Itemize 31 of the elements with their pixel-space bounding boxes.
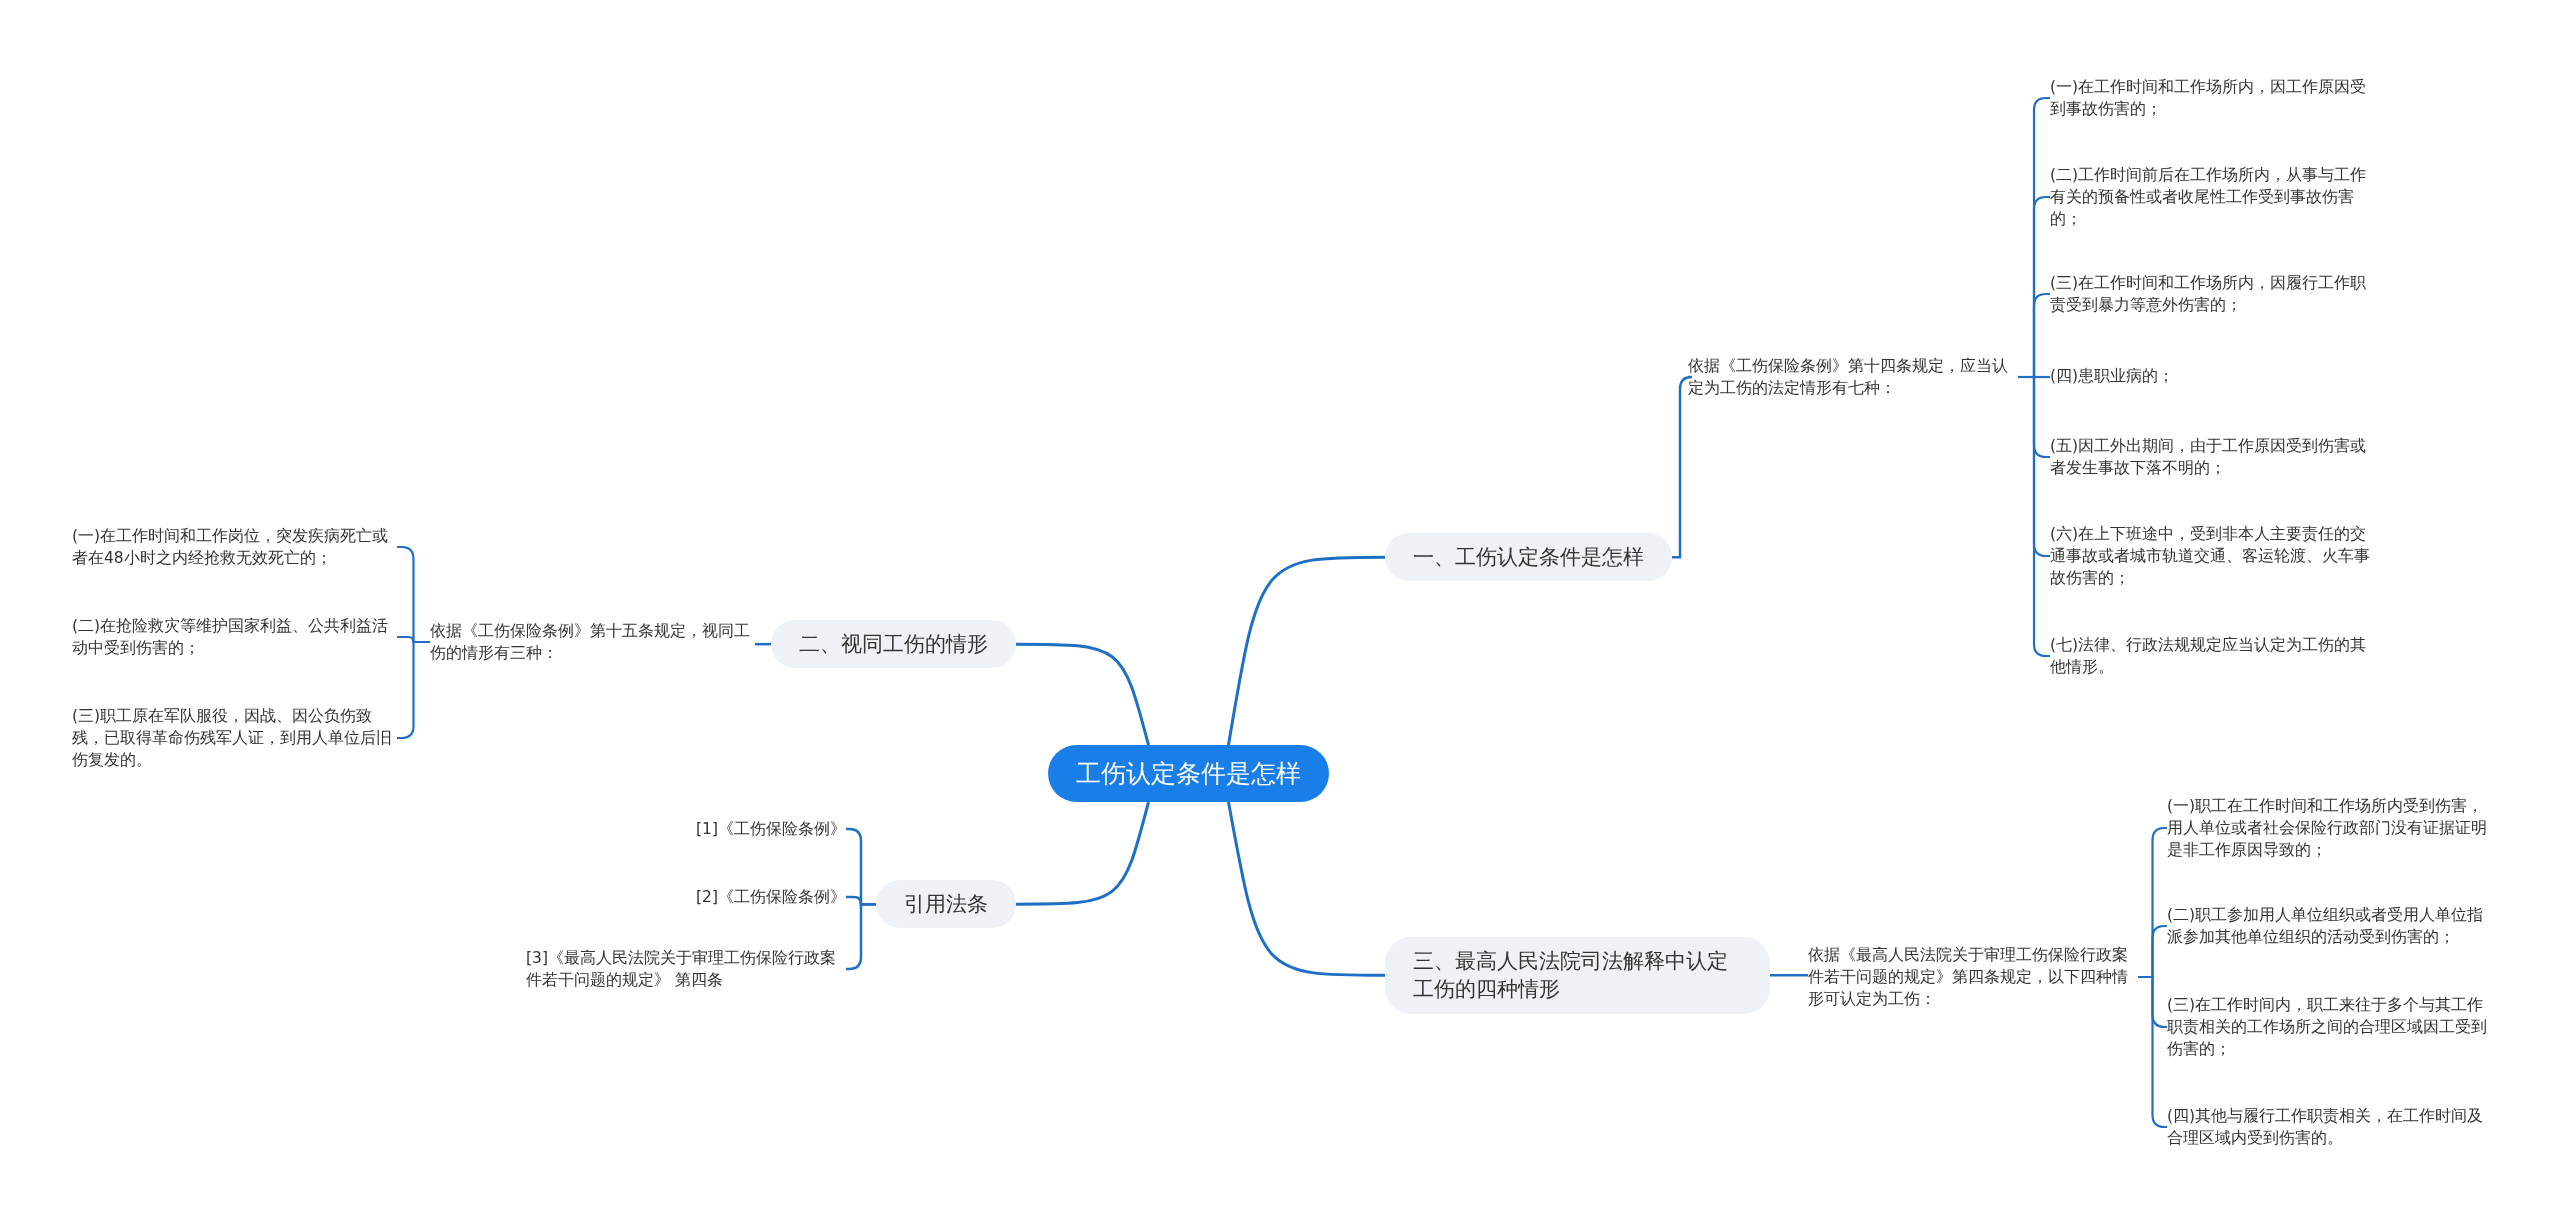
central-topic: 工伤认定条件是怎样 xyxy=(1048,745,1329,802)
topic-text: 依据《工伤保险条例》第十五条规定，视同工伤的情形有三种： xyxy=(430,620,755,664)
topic-text: (三)在工作时间内，职工来往于多个与其工作职责相关的工作场所之间的合理区域因工受到伤害的； xyxy=(2167,994,2497,1060)
branch-topic: 引用法条 xyxy=(876,880,1016,929)
topic-text: [2]《工伤保险条例》 xyxy=(696,886,846,908)
topic-text: (一)职工在工作时间和工作场所内受到伤害，用人单位或者社会保险行政部门没有证据证明是非工作原因导致的； xyxy=(2167,795,2497,861)
topic-text: (五)因工外出期间，由于工作原因受到伤害或者发生事故下落不明的； xyxy=(2050,435,2380,479)
topic-text: (二)职工参加用人单位组织或者受用人单位指派参加其他单位组织的活动受到伤害的； xyxy=(2167,904,2497,948)
topic-text: [1]《工伤保险条例》 xyxy=(696,818,846,840)
branch-topic: 三、最高人民法院司法解释中认定工伤的四种情形 xyxy=(1385,937,1770,1014)
topic-text: (二)在抢险救灾等维护国家利益、公共利益活动中受到伤害的； xyxy=(72,615,397,659)
connector-line xyxy=(1227,555,1385,746)
topic-text: (二)工作时间前后在工作场所内，从事与工作有关的预备性或者收尾性工作受到事故伤害的； xyxy=(2050,164,2380,230)
connector-line xyxy=(1770,974,1808,977)
connector-line xyxy=(1016,642,1150,746)
branch-topic: 一、工伤认定条件是怎样 xyxy=(1385,533,1672,582)
topic-text: (三)职工原在军队服役，因战、因公负伤致残，已取得革命伤残军人证，到用人单位后旧伤复发的。 xyxy=(72,705,397,771)
connector-line xyxy=(1227,801,1385,977)
branch-topic: 二、视同工伤的情形 xyxy=(771,620,1016,669)
topic-text: (六)在上下班途中，受到非本人主要责任的交通事故或者城市轨道交通、客运轮渡、火车事故伤害的； xyxy=(2050,523,2380,589)
topic-text: (一)在工作时间和工作场所内，因工作原因受到事故伤害的； xyxy=(2050,76,2380,120)
connector-line xyxy=(1016,801,1150,906)
topic-text: (四)患职业病的； xyxy=(2050,365,2380,387)
topic-text: (七)法律、行政法规规定应当认定为工伤的其他情形。 xyxy=(2050,634,2380,678)
topic-text: (三)在工作时间和工作场所内，因履行工作职责受到暴力等意外伤害的； xyxy=(2050,272,2380,316)
topic-text: (四)其他与履行工作职责相关，在工作时间及合理区域内受到伤害的。 xyxy=(2167,1105,2497,1149)
topic-text: 依据《工伤保险条例》第十四条规定，应当认定为工伤的法定情形有七种： xyxy=(1688,355,2018,399)
topic-text: (一)在工作时间和工作岗位，突发疾病死亡或者在48小时之内经抢救无效死亡的； xyxy=(72,525,397,569)
connector-line xyxy=(1672,375,1694,559)
topic-text: 依据《最高人民法院关于审理工伤保险行政案件若干问题的规定》第四条规定，以下四种情形可认定为工伤： xyxy=(1808,944,2138,1010)
topic-text: [3]《最高人民法院关于审理工伤保险行政案件若干问题的规定》 第四条 xyxy=(526,947,846,991)
